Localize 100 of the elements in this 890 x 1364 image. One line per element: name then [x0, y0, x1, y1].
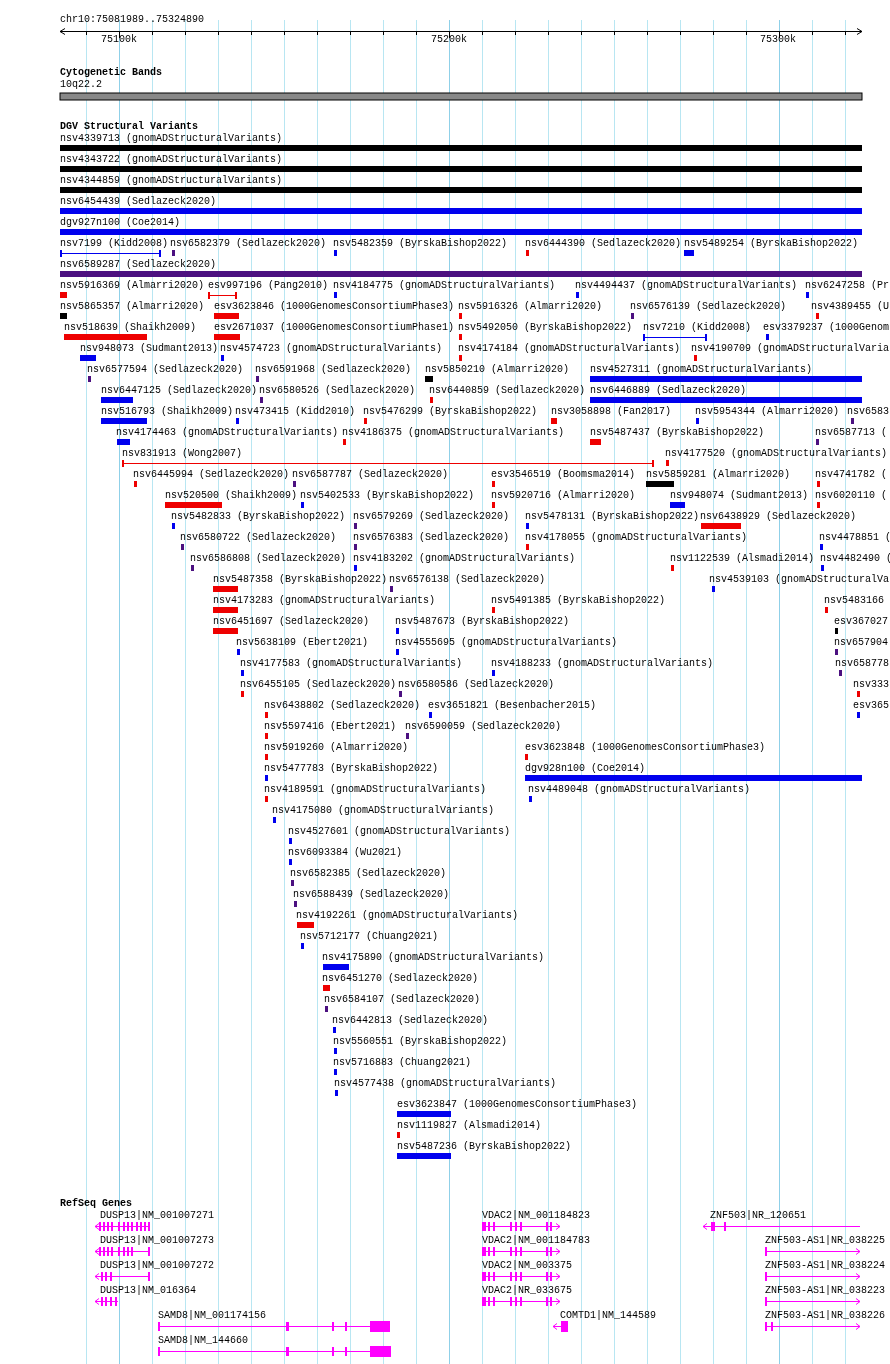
variant-label: nsv4177583 (gnomADStructuralVariants) [240, 658, 463, 670]
variant-label: nsv4174184 (gnomADStructuralVariants) [458, 343, 681, 355]
variant-label: nsv6590059 (Sedlazeck2020) [405, 721, 562, 733]
variant-label: dgv927n100 (Coe2014) [60, 217, 181, 229]
variant-label: nsv4184775 (gnomADStructuralVariants) [333, 280, 556, 292]
variant-label: dgv928n100 (Coe2014) [525, 763, 646, 775]
variant-label: nsv5850210 (Almarri2020) [425, 364, 570, 376]
variant-label: nsv5489254 (ByrskaBishop2022) [684, 238, 859, 250]
variant-label: nsv657904 [834, 637, 888, 649]
variant-label: nsv4577438 (gnomADStructuralVariants) [334, 1078, 557, 1090]
variant-label: esv3379237 (1000Genom [763, 322, 890, 334]
variant-label: nsv5482359 (ByrskaBishop2022) [333, 238, 508, 250]
variant-label: esv3623848 (1000GenomesConsortiumPhase3) [525, 742, 766, 754]
band-label: 10q22.2 [60, 79, 102, 91]
variant-label: nsv6455105 (Sedlazeck2020) [240, 679, 397, 691]
variant-label: nsv5919260 (Almarri2020) [264, 742, 409, 754]
variant-label: esv3623846 (1000GenomesConsortiumPhase3) [214, 301, 455, 313]
variant-label: nsv518639 (Shaikh2009) [64, 322, 197, 334]
variant-label: nsv6580586 (Sedlazeck2020) [398, 679, 555, 691]
variant-label: nsv4478851 ( [819, 532, 890, 544]
variant-label: nsv5482833 (ByrskaBishop2022) [171, 511, 346, 523]
variant-label: nsv4186375 (gnomADStructuralVariants) [342, 427, 565, 439]
variant-label: nsv4389455 (U [811, 301, 889, 313]
variant-label: nsv4539103 (gnomADStructuralVa [709, 574, 890, 586]
variant-label: esv997196 (Pang2010) [208, 280, 329, 292]
gene-label: DUSP13|NM_001007271 [100, 1210, 215, 1222]
variant-label: nsv520500 (Shaikh2009) [165, 490, 298, 502]
variant-label: nsv6580722 (Sedlazeck2020) [180, 532, 337, 544]
gene-label: ZNF503-AS1|NR_038223 [765, 1285, 886, 1297]
variant-label: nsv4177520 (gnomADStructuralVariants) [665, 448, 888, 460]
gene-label: DUSP13|NM_016364 [100, 1285, 196, 1297]
variant-label: nsv4339713 (gnomADStructuralVariants) [60, 133, 283, 145]
variant-label: nsv333 [853, 679, 889, 691]
variant-label: nsv4175890 (gnomADStructuralVariants) [322, 952, 545, 964]
variant-label: nsv4482490 ( [820, 553, 890, 565]
track-title: RefSeq Genes [60, 1198, 132, 1210]
variant-label: nsv948073 (Sudmant2013) [80, 343, 219, 355]
variant-label: nsv5476299 (ByrskaBishop2022) [363, 406, 538, 418]
variant-label: nsv4183202 (gnomADStructuralVariants) [353, 553, 576, 565]
gene-label: ZNF503|NR_120651 [710, 1210, 806, 1222]
variant-label: nsv6444390 (Sedlazeck2020) [525, 238, 682, 250]
variant-label: nsv6584107 (Sedlazeck2020) [324, 994, 481, 1006]
variant-label: nsv5859281 (Almarri2020) [646, 469, 791, 481]
variant-label: nsv6445994 (Sedlazeck2020) [133, 469, 290, 481]
variant-label: nsv473415 (Kidd2010) [235, 406, 356, 418]
variant-label: nsv5477783 (ByrskaBishop2022) [264, 763, 439, 775]
variant-label: nsv4190709 (gnomADStructuralVaria [691, 343, 890, 355]
variant-label: nsv6589287 (Sedlazeck2020) [60, 259, 217, 271]
variant-label: nsv6093384 (Wu2021) [288, 847, 403, 859]
variant-label: nsv5920716 (Almarri2020) [491, 490, 636, 502]
variant-label: esv2671037 (1000GenomesConsortiumPhase1) [214, 322, 455, 334]
variant-label: nsv6451270 (Sedlazeck2020) [322, 973, 479, 985]
variant-label: nsv6587713 ( [815, 427, 887, 439]
variant-label: nsv6447125 (Sedlazeck2020) [101, 385, 258, 397]
variant-label: nsv5483166 [824, 595, 884, 607]
variant-label: nsv6586808 (Sedlazeck2020) [190, 553, 347, 565]
variant-label: nsv6438929 (Sedlazeck2020) [700, 511, 857, 523]
variant-label: nsv5560551 (ByrskaBishop2022) [333, 1036, 508, 1048]
variant-label: esv365 [853, 700, 889, 712]
variant-label: nsv5487358 (ByrskaBishop2022) [213, 574, 388, 586]
variant-label: nsv5916369 (Almarri2020) [60, 280, 205, 292]
variant-label: nsv5597416 (Ebert2021) [264, 721, 397, 733]
variant-label: nsv5487236 (ByrskaBishop2022) [397, 1141, 572, 1153]
variant-label: nsv4174463 (gnomADStructuralVariants) [116, 427, 339, 439]
variant-label: nsv1119827 (Alsmadi2014) [397, 1120, 542, 1132]
variant-label: nsv6582379 (Sedlazeck2020) [170, 238, 327, 250]
variant-label: nsv6583 [847, 406, 889, 418]
variant-label: nsv5402533 (ByrskaBishop2022) [300, 490, 475, 502]
variant-label: nsv5492050 (ByrskaBishop2022) [458, 322, 633, 334]
variant-label: nsv5487673 (ByrskaBishop2022) [395, 616, 570, 628]
variant-label: nsv6451697 (Sedlazeck2020) [213, 616, 370, 628]
variant-label: nsv6591968 (Sedlazeck2020) [255, 364, 412, 376]
axis-tick-label: 75100k [101, 34, 137, 46]
gene-label: VDAC2|NR_033675 [482, 1285, 572, 1297]
variant-label: nsv6579269 (Sedlazeck2020) [353, 511, 510, 523]
variant-label: nsv6577594 (Sedlazeck2020) [87, 364, 244, 376]
variant-label: nsv516793 (Shaikh2009) [101, 406, 234, 418]
variant-label: nsv7199 (Kidd2008) [60, 238, 169, 250]
gene-label: SAMD8|NM_001174156 [158, 1310, 267, 1322]
variant-label: nsv4178055 (gnomADStructuralVariants) [525, 532, 748, 544]
variant-label: nsv6576139 (Sedlazeck2020) [630, 301, 787, 313]
gene-label: DUSP13|NM_001007272 [100, 1260, 215, 1272]
variant-label: nsv5712177 (Chuang2021) [300, 931, 439, 943]
variant-label: nsv6587787 (Sedlazeck2020) [292, 469, 449, 481]
variant-label: nsv6576138 (Sedlazeck2020) [389, 574, 546, 586]
variant-label: nsv4192261 (gnomADStructuralVariants) [296, 910, 519, 922]
variant-label: nsv5954344 (Almarri2020) [695, 406, 840, 418]
variant-label: nsv4527311 (gnomADStructuralVariants) [590, 364, 813, 376]
variant-label: nsv6020110 ( [815, 490, 887, 502]
gene-label: ZNF503-AS1|NR_038225 [765, 1235, 886, 1247]
variant-label: nsv5916326 (Almarri2020) [458, 301, 603, 313]
chromosome-position-label: chr10:75081989..75324890 [60, 14, 205, 26]
variant-label: nsv5716883 (Chuang2021) [333, 1057, 472, 1069]
variant-label: nsv6454439 (Sedlazeck2020) [60, 196, 217, 208]
variant-label: esv3651821 (Besenbacher2015) [428, 700, 597, 712]
gene-label: ZNF503-AS1|NR_038224 [765, 1260, 886, 1272]
track-title: Cytogenetic Bands [60, 67, 163, 79]
gene-label: DUSP13|NM_001007273 [100, 1235, 215, 1247]
variant-label: esv3546519 (Boomsma2014) [491, 469, 636, 481]
variant-label: nsv4188233 (gnomADStructuralVariants) [491, 658, 714, 670]
